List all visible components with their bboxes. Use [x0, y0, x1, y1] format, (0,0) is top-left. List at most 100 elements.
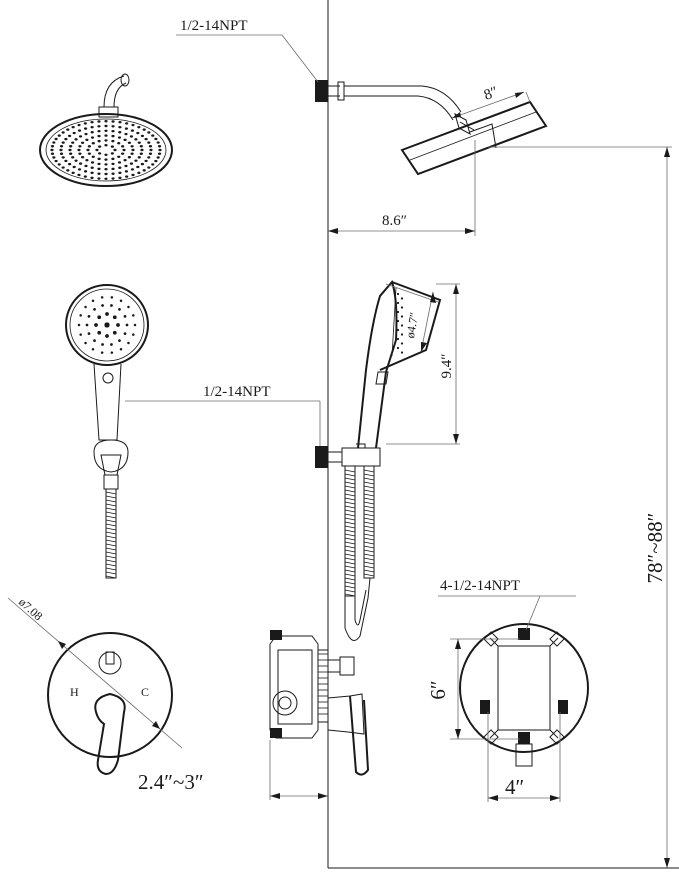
nozzle-dot	[67, 134, 72, 138]
hose-band	[344, 529, 356, 533]
hose-band	[363, 517, 375, 521]
nozzle-dot	[87, 145, 91, 148]
lever-handle-side-icon	[349, 695, 370, 776]
trim-plate-icon	[47, 632, 173, 776]
nozzle-dot	[148, 152, 153, 155]
nozzle-dot	[97, 315, 102, 320]
hose-band	[344, 469, 356, 473]
nozzle-dot	[130, 129, 135, 132]
wall-depth-label: 2.4″~3″	[138, 770, 204, 794]
thread-label-handheld: 1/2-14NPT	[203, 384, 271, 400]
hose-band	[344, 553, 356, 557]
hose-band	[344, 573, 356, 577]
nozzle-dot	[130, 168, 135, 171]
nozzle-dot	[97, 177, 101, 180]
nozzle-dot	[110, 343, 113, 346]
hose-band	[344, 589, 356, 593]
nozzle-dot	[123, 158, 127, 162]
nozzle-dot	[136, 165, 140, 169]
hose-band	[344, 521, 356, 525]
nozzle-dot	[125, 122, 129, 125]
hose-band	[363, 477, 375, 481]
rough-in-valve-front-icon	[459, 623, 589, 767]
nozzle-dot	[111, 172, 115, 175]
nozzle-dot	[84, 132, 88, 136]
nozzle-dot	[101, 304, 104, 307]
nozzle-dot	[151, 134, 155, 137]
nozzle-dot	[111, 129, 115, 133]
nozzle-dot	[156, 156, 160, 159]
nozzle-dot	[127, 156, 131, 159]
install-height-label: 78″~88″	[643, 513, 667, 584]
hose-band	[105, 567, 117, 571]
nozzle-dot	[116, 323, 120, 327]
nozzle-dot	[396, 328, 400, 332]
cold-label: C	[141, 685, 149, 699]
nozzle-dot	[91, 142, 95, 145]
hose-band	[105, 559, 117, 563]
nozzle-dot	[131, 148, 135, 152]
outlet-flange	[315, 446, 328, 468]
nozzle-dot	[151, 163, 155, 166]
nozzle-dot	[131, 173, 135, 177]
nozzle-dot	[124, 170, 129, 173]
nozzle-dot	[91, 155, 95, 158]
nozzle-dot	[134, 159, 138, 162]
hose-band	[363, 505, 375, 509]
hose-band	[363, 533, 375, 537]
nozzle-dot	[137, 125, 141, 129]
nozzle-dot	[137, 171, 141, 175]
nozzle-dot	[78, 135, 83, 138]
nozzle-dot	[127, 141, 131, 144]
nozzle-dot	[129, 135, 134, 138]
nozzle-dot	[130, 145, 134, 148]
nozzle-dot	[157, 152, 162, 155]
nozzle-dot	[77, 123, 81, 127]
nozzle-dot	[127, 341, 130, 345]
nozzle-dot	[84, 305, 87, 309]
nozzle-dot	[396, 319, 400, 323]
nozzle-dot	[104, 120, 108, 123]
hose-band	[344, 497, 356, 501]
valve-threads-label: 4-1/2-14NPT	[440, 578, 520, 594]
nozzle-dot	[158, 148, 162, 152]
nozzle-dot	[148, 145, 153, 148]
nozzle-dot	[140, 162, 145, 166]
nozzle-dot	[93, 307, 96, 311]
hose-band	[105, 499, 117, 503]
hose-band	[363, 485, 375, 489]
nozzle-dot	[118, 125, 122, 129]
nozzle-dot	[400, 333, 404, 336]
nozzle-dot	[144, 137, 148, 141]
nozzle-dot	[72, 131, 76, 135]
nozzle-dot	[81, 156, 85, 159]
nozzle-dot	[98, 145, 102, 148]
nozzle-dot	[93, 339, 96, 343]
handheld-shower-front-icon	[65, 284, 149, 579]
nozzle-dot	[111, 120, 115, 123]
nozzle-dot	[129, 162, 134, 165]
nozzle-dot	[110, 145, 114, 148]
nozzle-dot	[77, 168, 82, 171]
nozzle-dot	[90, 136, 95, 139]
hose-band	[344, 481, 356, 485]
hose-band	[363, 573, 375, 577]
nozzle-dot	[61, 166, 65, 169]
nozzle-dot	[87, 332, 91, 336]
nozzle-dot	[113, 148, 117, 152]
nozzle-dot	[100, 351, 104, 354]
hose-band	[363, 509, 375, 513]
nozzle-dot	[400, 342, 404, 345]
hose-band	[363, 501, 375, 505]
nozzle-dot	[123, 314, 127, 318]
nozzle-dot	[67, 162, 72, 166]
hose-band	[363, 565, 375, 569]
hose-band	[344, 477, 356, 481]
nozzle-dot	[396, 292, 400, 296]
rain-shower-head-side-icon	[400, 100, 548, 176]
nozzle-dot	[117, 161, 122, 164]
nozzle-dot	[97, 129, 101, 133]
nozzle-dot	[83, 122, 87, 125]
nozzle-dot	[117, 155, 121, 158]
nozzle-dot	[61, 156, 65, 159]
